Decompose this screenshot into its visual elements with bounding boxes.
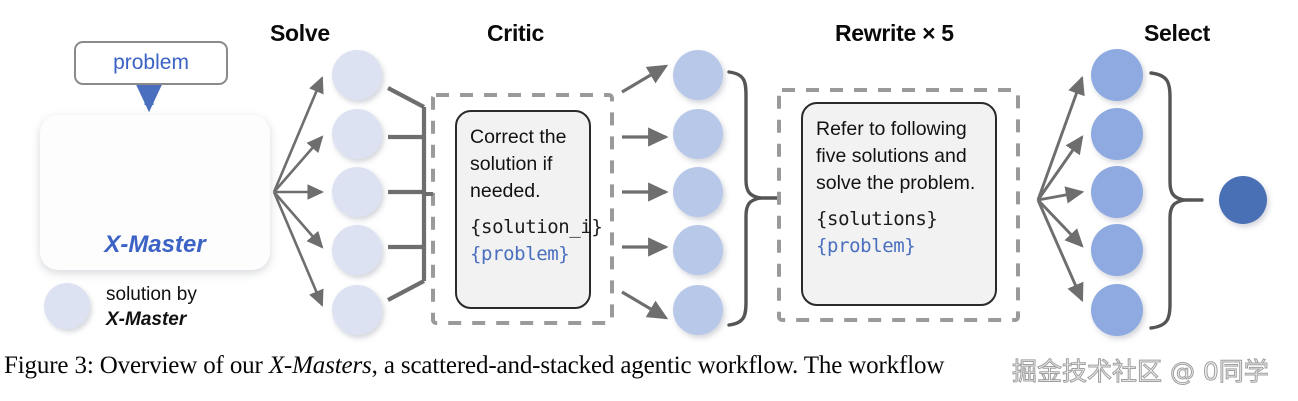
watermark-text: 掘金技术社区 @ 0同学 — [1012, 357, 1270, 387]
rewrite-circle — [1091, 108, 1143, 160]
critic-dashed-box — [431, 93, 614, 325]
caption-prefix: Figure 3: — [4, 352, 94, 379]
caption-part2: , a scattered-and-stacked agentic workfl… — [371, 352, 945, 379]
rewrite-dashed-box — [777, 88, 1020, 322]
critic-output-arrows — [621, 64, 669, 320]
solve-circle-column — [332, 50, 382, 335]
figure-caption: Figure 3: Overview of our X-Masters, a s… — [4, 352, 1298, 380]
rewrite-prompt-var-problem: {problem} — [816, 235, 916, 257]
critic-prompt-var-solution: {solution_i} — [470, 216, 603, 238]
critic-circle-column — [673, 50, 723, 335]
rewrite-prompt-line: Refer to following — [816, 118, 967, 140]
solve-circle — [332, 167, 382, 217]
problem-label: problem — [113, 51, 189, 74]
critic-prompt-line: solution if — [470, 153, 553, 175]
critic-brace — [727, 70, 781, 327]
rewrite-fanout-arrows — [1036, 75, 1085, 303]
problem-input-box: problem — [74, 41, 228, 85]
legend-line-1: solution by — [106, 284, 197, 305]
legend-line-2: X-Master — [106, 309, 187, 330]
rewrite-circle — [1091, 284, 1143, 336]
stage-header-critic: Critic — [487, 20, 544, 46]
caption-part1: Overview of our — [93, 352, 269, 379]
x-master-agent-card: X-Master — [40, 115, 270, 270]
critic-circle — [673, 285, 723, 335]
critic-prompt-box: Correct the solution if needed. {solutio… — [455, 110, 603, 309]
rewrite-circle-column — [1091, 49, 1143, 336]
critic-prompt-var-problem: {problem} — [470, 243, 570, 265]
selected-solution-circle — [1219, 176, 1267, 224]
rewrite-prompt-line: solve the problem. — [816, 172, 976, 194]
legend-label: solution by X-Master — [106, 282, 256, 332]
rewrite-circle — [1091, 49, 1143, 101]
critic-circle — [673, 167, 723, 217]
critic-prompt-line: needed. — [470, 180, 541, 202]
stage-header-rewrite: Rewrite × 5 — [835, 20, 954, 46]
critic-circle — [673, 109, 723, 159]
critic-prompt-line: Correct the — [470, 126, 567, 148]
rewrite-circle — [1091, 224, 1143, 276]
solve-fanout-arrows — [272, 76, 325, 307]
solve-to-critic-bracket — [387, 86, 427, 302]
solve-circle — [332, 109, 382, 159]
rewrite-prompt-line: five solutions and — [816, 145, 967, 167]
x-master-name: X-Master — [104, 231, 206, 258]
caption-italic-term: X-Masters — [268, 352, 372, 379]
stage-header-solve: Solve — [270, 20, 330, 46]
legend-swatch-solution — [44, 283, 90, 329]
critic-circle — [673, 225, 723, 275]
rewrite-prompt-box: Refer to following five solutions and so… — [801, 102, 997, 306]
rewrite-prompt-var-solutions: {solutions} — [816, 208, 938, 230]
critic-circle — [673, 50, 723, 100]
select-brace — [1149, 71, 1204, 330]
rewrite-circle — [1091, 166, 1143, 218]
solve-circle — [332, 285, 382, 335]
solve-circle — [332, 225, 382, 275]
stage-header-select: Select — [1144, 20, 1210, 46]
solve-circle — [332, 50, 382, 100]
